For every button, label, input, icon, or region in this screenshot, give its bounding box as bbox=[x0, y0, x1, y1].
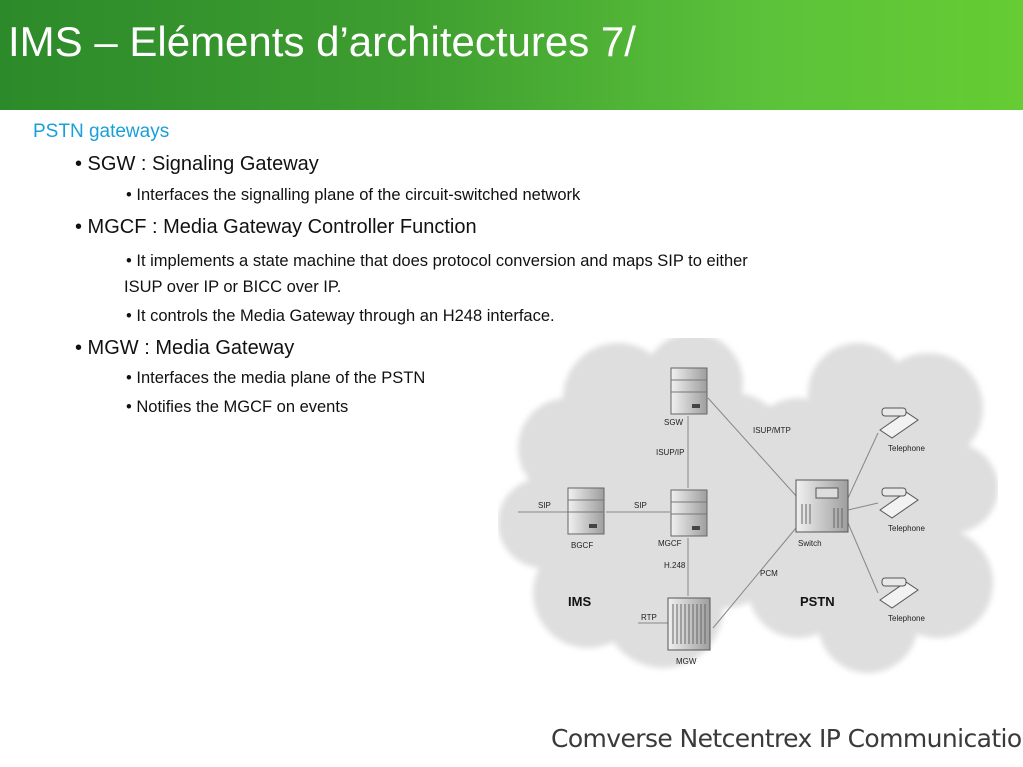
rtp-label: RTP bbox=[641, 613, 657, 622]
pstn-cloud bbox=[738, 343, 998, 673]
footer-brand: Comverse Netcentrex IP Communications bbox=[551, 724, 1023, 753]
pstn-cloud-label: PSTN bbox=[800, 594, 835, 609]
bullet-mgw-detail-2: • Notifies the MGCF on events bbox=[126, 398, 349, 416]
switch-icon bbox=[795, 479, 849, 533]
telephone-label-2: Telephone bbox=[888, 524, 925, 533]
h248-label: H.248 bbox=[664, 561, 686, 570]
isup-mtp-label: ISUP/MTP bbox=[753, 426, 791, 435]
telephone-label-1: Telephone bbox=[888, 444, 925, 453]
bullet-sgw: • SGW : Signaling Gateway bbox=[75, 153, 319, 175]
ims-cloud-label: IMS bbox=[568, 594, 591, 609]
sip-mid-label: SIP bbox=[634, 501, 647, 510]
links bbox=[518, 397, 879, 629]
sip-left-label: SIP bbox=[538, 501, 551, 510]
bgcf-server-icon bbox=[567, 487, 605, 535]
bullet-mgcf-detail-1-cont: ISUP over IP or BICC over IP. bbox=[124, 278, 342, 296]
bullet-mgcf: • MGCF : Media Gateway Controller Functi… bbox=[75, 216, 477, 238]
title-bar: IMS – Eléments d’architectures 7/ bbox=[0, 0, 1023, 110]
pcm-label: PCM bbox=[760, 569, 778, 578]
telephone-icon bbox=[879, 487, 919, 519]
bullet-mgcf-detail-1: • It implements a state machine that doe… bbox=[126, 252, 748, 270]
telephone-label-3: Telephone bbox=[888, 614, 925, 623]
mgcf-label: MGCF bbox=[658, 539, 682, 548]
bullet-mgw-detail-1: • Interfaces the media plane of the PSTN bbox=[126, 369, 426, 387]
bullet-sgw-detail: • Interfaces the signalling plane of the… bbox=[126, 186, 581, 204]
isup-ip-label: ISUP/IP bbox=[656, 448, 684, 457]
bullet-mgw: • MGW : Media Gateway bbox=[75, 337, 295, 359]
slide-title: IMS – Eléments d’architectures 7/ bbox=[8, 18, 636, 65]
mgcf-server-icon bbox=[670, 489, 708, 537]
bullet-mgcf-detail-2: • It controls the Media Gateway through … bbox=[126, 307, 555, 325]
telephone-icon bbox=[879, 407, 919, 439]
bgcf-label: BGCF bbox=[571, 541, 593, 550]
sgw-label: SGW bbox=[664, 418, 684, 427]
architecture-diagram: SGW ISUP/IP ISUP/MTP SIP BGCF SIP MGCF H… bbox=[498, 338, 998, 673]
mgw-label: MGW bbox=[676, 657, 697, 666]
telephone-icon bbox=[879, 577, 919, 609]
section-heading: PSTN gateways bbox=[33, 121, 170, 142]
mgw-rack-icon bbox=[667, 597, 711, 651]
switch-label: Switch bbox=[798, 539, 822, 548]
sgw-server-icon bbox=[670, 367, 708, 415]
